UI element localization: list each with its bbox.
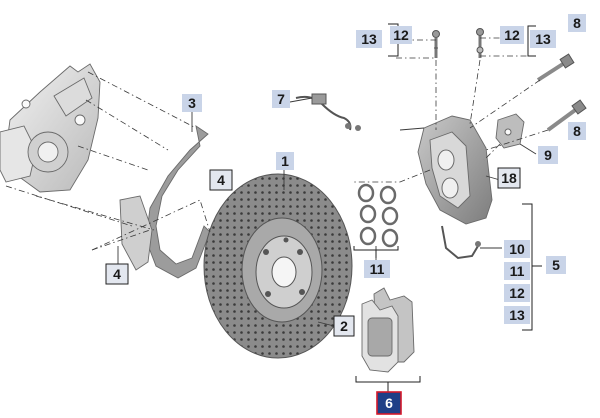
svg-text:13: 13: [509, 307, 525, 323]
svg-text:12: 12: [504, 27, 520, 43]
label-3[interactable]: 3: [182, 94, 202, 112]
seal-rings-part: [357, 183, 399, 248]
svg-text:13: 13: [361, 31, 377, 47]
label-11-kit[interactable]: 11: [504, 262, 530, 280]
label-4-upper[interactable]: 4: [209, 169, 233, 191]
svg-text:9: 9: [544, 147, 552, 163]
svg-text:6: 6: [385, 395, 393, 411]
label-8-bottom[interactable]: 8: [568, 122, 586, 140]
label-12-top-left[interactable]: 12: [390, 26, 412, 44]
label-7[interactable]: 7: [272, 90, 290, 108]
svg-text:11: 11: [370, 261, 385, 277]
svg-text:5: 5: [552, 257, 560, 273]
brake-disc-part: [203, 173, 353, 359]
svg-text:4: 4: [217, 172, 225, 188]
label-6-highlighted[interactable]: 6: [376, 391, 402, 415]
brake-caliper-part: [417, 115, 493, 260]
label-18[interactable]: 18: [497, 167, 521, 189]
label-13-kit[interactable]: 13: [504, 306, 530, 324]
svg-text:8: 8: [573, 123, 581, 139]
label-8-top[interactable]: 8: [568, 14, 586, 32]
svg-text:10: 10: [509, 241, 525, 257]
label-4-lower[interactable]: 4: [105, 263, 129, 285]
svg-text:3: 3: [188, 95, 196, 111]
svg-text:18: 18: [501, 170, 517, 186]
label-13-top-right[interactable]: 13: [530, 30, 556, 48]
svg-text:12: 12: [393, 27, 409, 43]
backing-plate-part: [119, 125, 211, 279]
label-2[interactable]: 2: [333, 315, 355, 337]
label-12-top-right[interactable]: 12: [500, 26, 524, 44]
label-9[interactable]: 9: [538, 146, 558, 164]
wear-sensor-part: [295, 93, 361, 131]
brake-pads-part: [361, 287, 415, 373]
wheel-carrier-part: [0, 63, 101, 193]
svg-text:2: 2: [340, 318, 348, 334]
svg-text:4: 4: [113, 266, 121, 282]
caliper-bracket-part: [495, 113, 525, 149]
label-10[interactable]: 10: [504, 240, 530, 258]
mounting-bolts-part: [536, 53, 587, 132]
label-13-top-left[interactable]: 13: [356, 30, 382, 48]
label-12-kit[interactable]: 12: [504, 284, 530, 302]
svg-text:8: 8: [573, 15, 581, 31]
svg-text:12: 12: [509, 285, 525, 301]
leader-lines: [5, 37, 549, 251]
label-1[interactable]: 1: [276, 152, 294, 170]
svg-text:7: 7: [277, 91, 285, 107]
bleed-screws-part: [432, 28, 484, 58]
svg-text:1: 1: [281, 153, 289, 169]
svg-text:13: 13: [535, 31, 551, 47]
label-5[interactable]: 5: [546, 256, 566, 274]
svg-text:11: 11: [510, 263, 525, 279]
label-11-seals[interactable]: 11: [364, 260, 390, 278]
